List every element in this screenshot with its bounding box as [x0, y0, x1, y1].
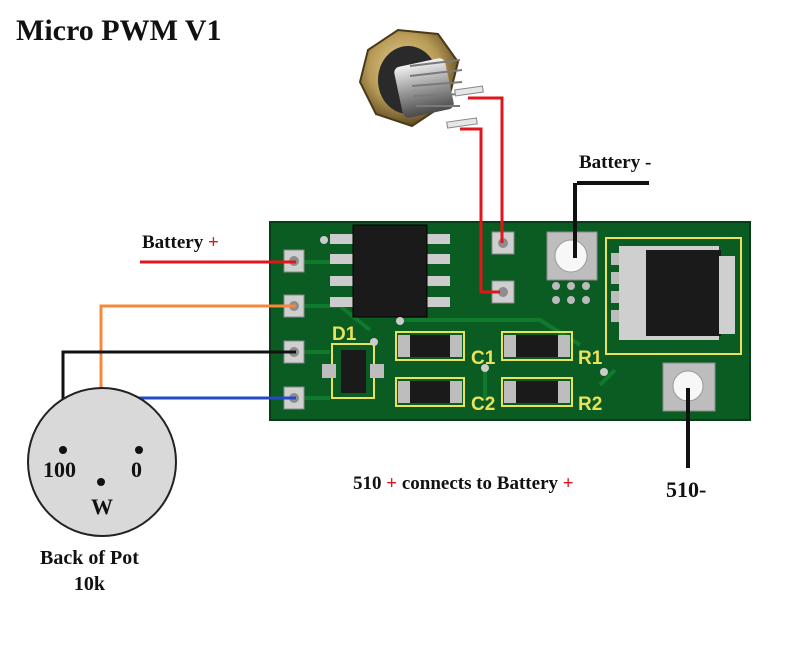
mosfet-component	[605, 237, 742, 355]
page-title: Micro PWM V1	[16, 14, 222, 47]
back-of-pot-caption: Back of Pot 10k	[40, 545, 139, 597]
510-minus-label: 510-	[666, 477, 707, 502]
silk-r1: R1	[578, 348, 603, 369]
wire-jack-red-upper	[468, 96, 504, 243]
battery-minus-pad	[546, 231, 598, 304]
wire-jack-red-lower	[460, 127, 500, 294]
silk-r2: R2	[578, 394, 602, 415]
potentiometer-back	[27, 387, 177, 537]
dc-jack-connector	[358, 28, 484, 129]
battery-minus-sign: -	[644, 152, 652, 173]
510-note-plus-sign: +	[562, 473, 574, 494]
510-note-text: connects to Battery	[401, 473, 559, 494]
pot-terminal-w: W	[91, 494, 113, 519]
pwm-ic-chip	[320, 224, 450, 318]
diode-d1: D1	[322, 324, 384, 399]
510-plus-sign: +	[386, 473, 398, 494]
silk-c1: C1	[471, 348, 496, 369]
resistor-r1: R1	[501, 331, 603, 369]
pcb-header-pads	[283, 249, 305, 410]
pot-terminal-0: 0	[131, 457, 142, 482]
battery-minus-label: Battery -	[579, 152, 651, 174]
pcb-vias	[396, 317, 608, 376]
pot-terminal-100: 100	[43, 457, 76, 482]
capacitor-c1: C1	[395, 331, 496, 369]
battery-plus-label: Battery +	[142, 232, 219, 254]
silk-d1: D1	[332, 324, 357, 345]
wire-battery-minus	[573, 181, 649, 258]
battery-minus-text: Battery	[579, 152, 641, 173]
resistor-r2: R2	[501, 377, 602, 415]
pot-value-text: 10k	[73, 573, 105, 595]
510-number: 510	[353, 473, 382, 494]
510-plus-note: 510 + connects to Battery +	[353, 473, 574, 495]
back-of-pot-text: Back of Pot	[40, 547, 139, 569]
capacitor-c2: C2	[395, 377, 495, 415]
battery-plus-text: Battery	[142, 232, 204, 253]
battery-plus-sign: +	[207, 232, 219, 253]
silk-c2: C2	[471, 394, 495, 415]
